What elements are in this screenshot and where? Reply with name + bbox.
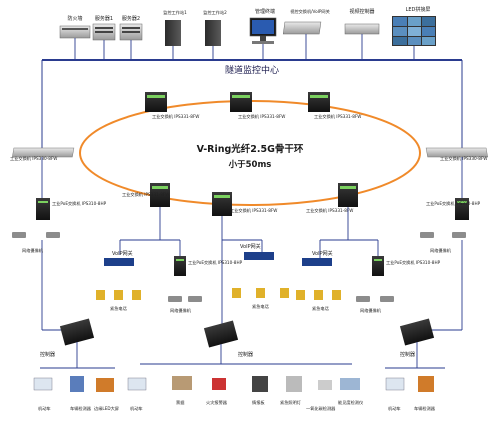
top-label-terminal: 管理终端: [255, 8, 275, 15]
top-label-voip-switch: 视控交换机/VoIP网关: [290, 8, 330, 15]
poe-switch-label: 工业PoE交换机 IPS310-8HP: [188, 259, 243, 266]
field-label-mid-2: 火灾报警器: [206, 399, 228, 406]
top-drop-lines: [74, 34, 415, 60]
side-switch-right: [425, 147, 488, 158]
camera-group-left: [12, 232, 60, 238]
field-label-left-0: 机动车: [38, 405, 51, 412]
field-label-right-1: 车辆检测器: [414, 405, 436, 412]
top-label-firewall: 防火墙: [67, 15, 82, 22]
field-label-mid-1: 票据: [176, 399, 184, 406]
firewall-icon: [59, 25, 91, 39]
controller-label: 控制器: [40, 351, 55, 358]
voip-label: VoIP网关: [240, 243, 261, 250]
controller-center: [203, 320, 239, 348]
top-label-server1: 服务器1: [95, 15, 113, 22]
ring-switch-top-center: [230, 92, 252, 112]
ring-switch-bottom-left: [150, 183, 170, 207]
voip-gateway-center: [244, 252, 274, 260]
camera-label: 网络摄像机: [22, 247, 44, 254]
field-bus-lines: [40, 342, 445, 369]
field-label-mid-5: 一氧化碳检测器: [306, 405, 336, 412]
led-wall-icon: [392, 16, 436, 46]
top-label-workstation2: 监控工作站2: [203, 9, 227, 16]
ring-switch-label: 工业交换机 IPS331-8FW: [238, 113, 285, 120]
video-controller-icon: [344, 23, 380, 35]
controller-label: 控制器: [238, 351, 253, 358]
top-label-workstation1: 监控工作站1: [163, 9, 187, 16]
phone-label: 紧急电话: [110, 305, 127, 312]
phone-label: 紧急电话: [312, 305, 329, 312]
emergency-phone-group: [96, 288, 341, 300]
ring-switch-label: 工业交换机 IPS331-8FW: [230, 207, 277, 214]
ring-switch-label: 工业交换机 IPS331-8FW: [152, 113, 199, 120]
ring-switch-bottom-center: [212, 192, 232, 216]
controller-label: 控制器: [400, 351, 415, 358]
side-switch-label-left: 工业交换机 IPS330-8FW: [10, 155, 57, 162]
poe-switch-mid-right: [372, 256, 384, 276]
ring-switch-top-right: [308, 92, 330, 112]
workstation-tower-icon: [165, 20, 181, 46]
controller-right: [399, 318, 435, 346]
field-device-group-mid: [127, 376, 360, 392]
top-label-video-controller: 视频控制器: [349, 8, 374, 15]
field-label-mid-3: 情报板: [252, 399, 265, 406]
side-switch-label-right: 工业交换机 IPS330-8FW: [440, 155, 487, 162]
workstation-tower-icon: [205, 20, 221, 46]
poe-switch-left: [36, 198, 50, 220]
voip-gateway-left: [104, 258, 134, 266]
ring-switch-label: 工业交换机 IPS331-8FW: [122, 191, 169, 198]
ring-switch-bottom-right: [338, 183, 358, 207]
voip-label: VoIP网关: [312, 250, 333, 257]
ring-title: V-Ring光纤2.5G骨干环: [197, 143, 304, 155]
poe-switch-label: 工业PoE交换机 IPS310-8HP: [426, 200, 481, 207]
field-label-left-1: 车辆检测器: [70, 405, 92, 412]
poe-switch-label: 工业PoE交换机 IPS310-8HP: [52, 200, 107, 207]
ring-subtitle: 小于50ms: [228, 159, 272, 170]
ring-switch-top-left: [145, 92, 167, 112]
voip-label: VoIP网关: [112, 250, 133, 257]
field-label-left-2: 边缘LED大屏: [94, 405, 119, 412]
controller-left: [59, 318, 95, 346]
field-device-group-right: [385, 376, 434, 392]
field-label-mid-6: 能见度检测仪: [338, 399, 364, 406]
voip-gateway-right: [302, 258, 332, 266]
field-label-mid-0: 机动车: [130, 405, 143, 412]
top-label-led-wall: LED拼接屏: [406, 6, 431, 13]
camera-label: 网络摄像机: [360, 307, 382, 314]
poe-switch-mid-left: [174, 256, 186, 276]
top-label-server2: 服务器2: [122, 15, 140, 22]
field-device-group-left: [33, 376, 114, 392]
center-label: 隧道监控中心: [225, 64, 279, 76]
field-label-mid-4: 紧急照明灯: [280, 399, 302, 406]
camera-group-right: [420, 232, 466, 238]
ring-switch-label: 工业交换机 IPS331-8FW: [314, 113, 361, 120]
poe-switch-right: [455, 198, 469, 220]
camera-label: 网络摄像机: [170, 307, 192, 314]
poe-switch-label: 工业PoE交换机 IPS310-8HP: [386, 259, 441, 266]
voip-switch-icon: [282, 21, 322, 35]
camera-group-mid-left: [168, 296, 202, 302]
top-device-row: [59, 16, 436, 46]
field-label-right-0: 机动车: [388, 405, 401, 412]
phone-label: 紧急电话: [252, 303, 269, 310]
ring-switch-label: 工业交换机 IPS331-8FW: [306, 207, 353, 214]
camera-group-mid-right: [356, 296, 394, 302]
camera-label: 网络摄像机: [430, 247, 452, 254]
